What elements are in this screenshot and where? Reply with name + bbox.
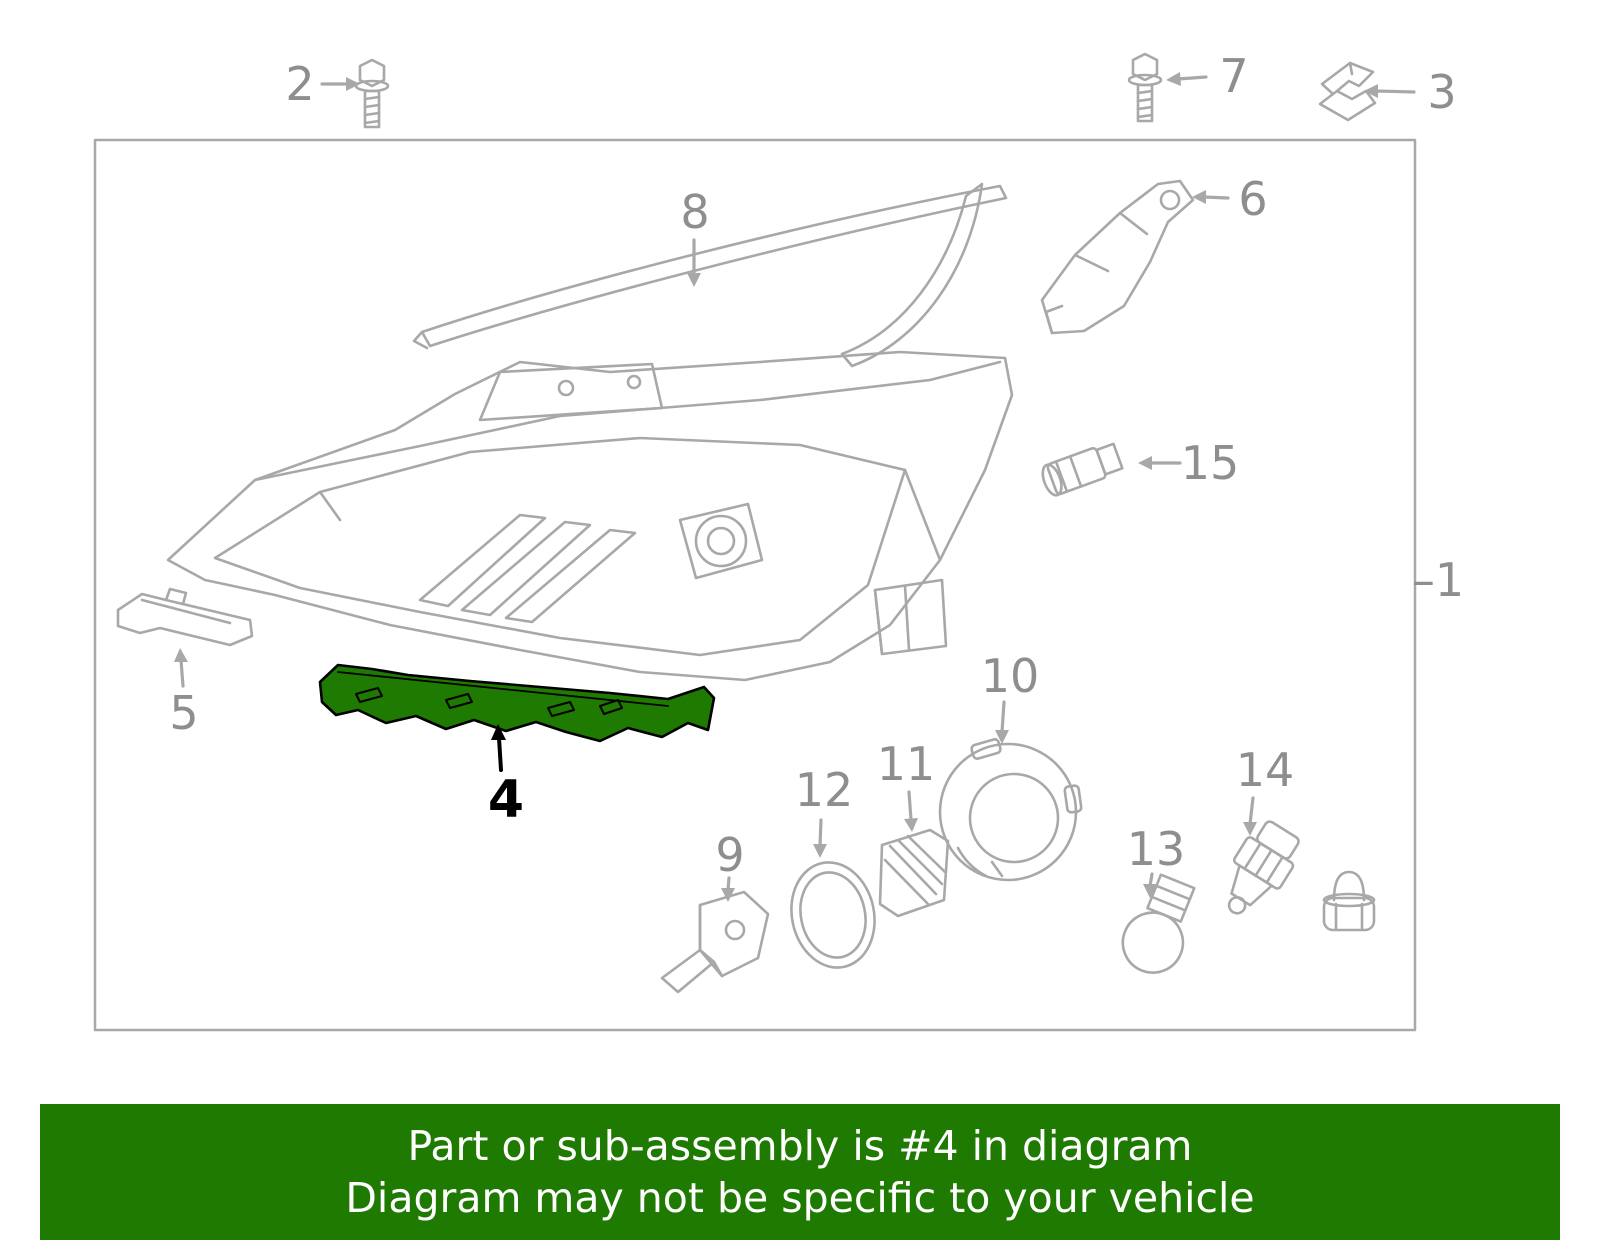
arrow-to-part-9: [721, 876, 735, 902]
part-clip-3: [1318, 61, 1377, 122]
part-cap-10: [938, 738, 1083, 882]
part-bulb-13: [1121, 873, 1196, 974]
info-banner: Part or sub-assembly is #4 in diagram Di…: [40, 1104, 1560, 1240]
part-trim-sliver: [840, 182, 984, 368]
part-bolt-2: [354, 58, 390, 129]
callout-6: 6: [1238, 172, 1268, 226]
arrow-to-part-2: [320, 77, 360, 91]
callout-4-highlighted: 4: [487, 770, 525, 830]
callout-8: 8: [680, 185, 710, 239]
callout-13: 13: [1126, 822, 1186, 876]
arrow-to-part-5: [174, 648, 188, 688]
callout-1: –1: [1411, 553, 1465, 607]
arrow-to-part-12: [813, 818, 827, 858]
banner-line-1: Part or sub-assembly is #4 in diagram: [407, 1121, 1193, 1170]
part-trim-strip-8: [412, 184, 1008, 350]
arrow-to-part-4: [491, 724, 506, 772]
callout-7: 7: [1219, 49, 1249, 103]
callout-11: 11: [876, 737, 936, 791]
part-grommet: [1322, 870, 1376, 932]
arrow-to-part-15: [1138, 456, 1182, 470]
part-headlamp-assembly: [166, 350, 1014, 682]
arrow-to-part-7: [1166, 72, 1208, 86]
callout-14: 14: [1235, 743, 1295, 797]
callout-3: 3: [1427, 65, 1457, 119]
arrow-to-part-6: [1192, 190, 1230, 204]
part-ring-12: [790, 861, 876, 969]
banner-line-2: Diagram may not be specific to your vehi…: [345, 1174, 1255, 1222]
callout-9: 9: [715, 828, 745, 882]
callout-15: 15: [1180, 436, 1240, 490]
part-bulb-15: [1041, 442, 1124, 497]
arrow-to-part-8: [687, 238, 701, 287]
arrow-to-part-11: [904, 790, 918, 832]
part-pad-11: [878, 828, 950, 918]
callout-12: 12: [794, 763, 854, 817]
arrow-to-part-3: [1364, 84, 1416, 98]
part-bolt-7: [1127, 52, 1163, 123]
diagram-border: [93, 138, 1417, 1032]
arrow-to-part-13: [1143, 872, 1157, 898]
part-bracket-6: [1040, 179, 1195, 335]
callout-10: 10: [980, 649, 1040, 703]
arrow-to-part-14: [1243, 796, 1257, 836]
callout-2: 2: [285, 57, 315, 111]
arrow-to-part-10: [995, 700, 1009, 744]
part-socket-14: [1227, 820, 1300, 915]
part-igniter-9: [660, 890, 770, 994]
part-headlamp-bracket-4-highlighted: [318, 663, 716, 743]
callout-5: 5: [169, 686, 199, 740]
part-bracket-5: [116, 587, 254, 647]
